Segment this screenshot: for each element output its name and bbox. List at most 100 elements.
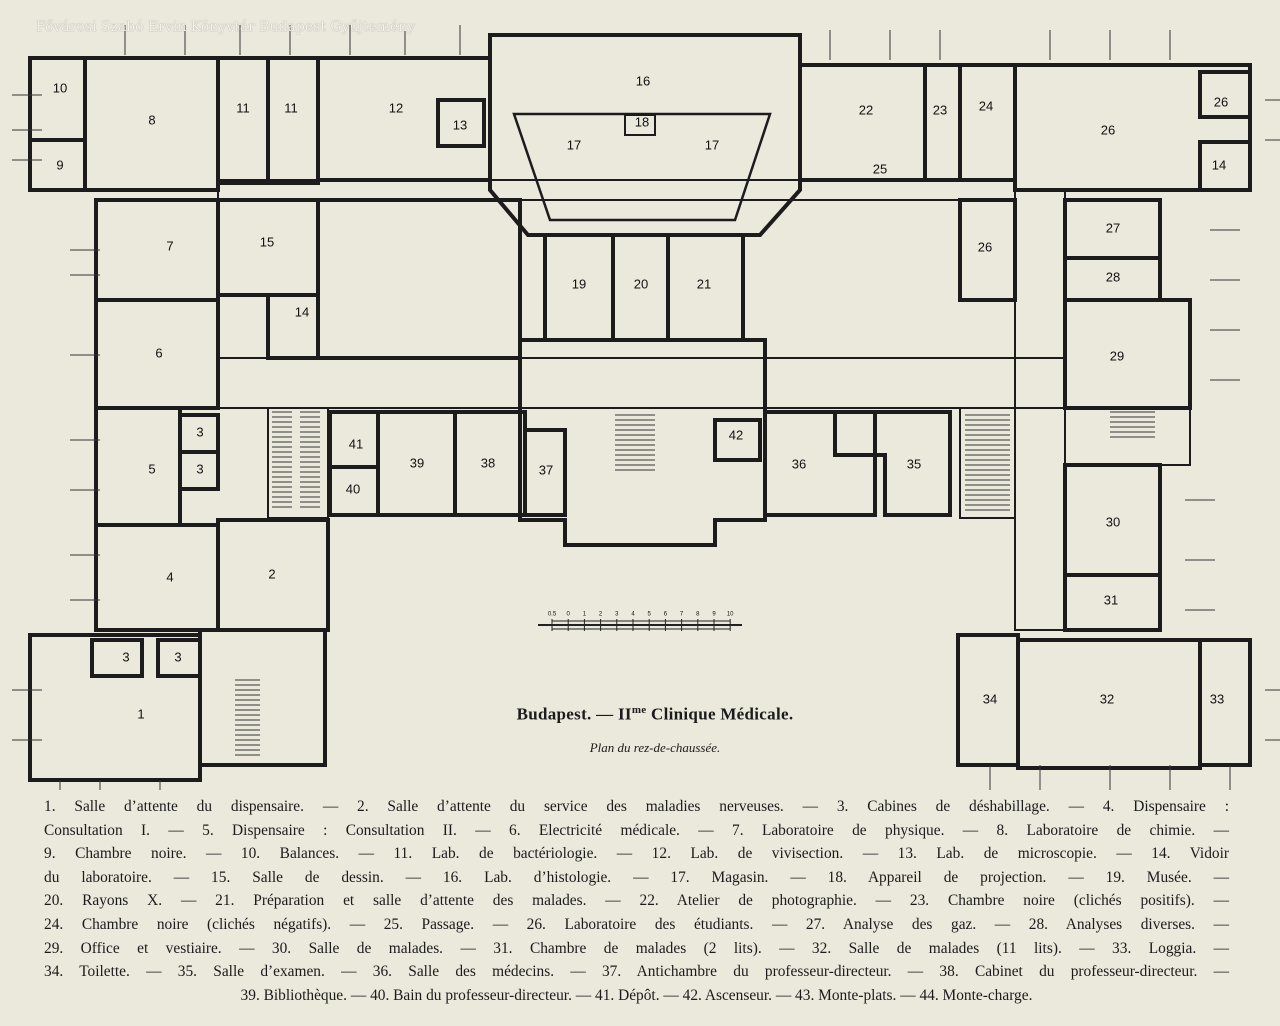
room-5	[94, 406, 182, 527]
legend-line: Consultation I. — 5. Dispensaire : Consu…	[44, 821, 1229, 839]
room-label: 6	[155, 345, 162, 360]
room-label: 17	[567, 137, 581, 152]
room-label: 3	[196, 424, 203, 439]
scale-tick-label: 0	[567, 612, 571, 618]
room-label: 5	[148, 461, 155, 476]
legend-line: 29. Office et vestiaire. — 30. Salle de …	[44, 939, 1229, 957]
room-26-small	[1198, 70, 1252, 119]
room-37	[523, 428, 567, 517]
legend-line: 1. Salle d’attente du dispensaire. — 2. …	[44, 798, 1229, 815]
stair-treads	[235, 411, 1155, 756]
room-label: 24	[979, 98, 993, 113]
room-label: 26	[1101, 122, 1115, 137]
legend-line: 34. Toilette. — 35. Salle d’examen. — 36…	[44, 963, 1229, 981]
room-label: 4	[166, 569, 173, 584]
room-14-right	[1198, 140, 1252, 192]
room-label: 22	[859, 102, 873, 117]
room-label: 27	[1106, 220, 1120, 235]
room-18	[624, 114, 656, 136]
room-label: 26	[978, 239, 992, 254]
room-17-magasin	[512, 112, 772, 222]
corridor-25	[217, 179, 1016, 201]
room-label: 3	[196, 461, 203, 476]
title-superscript: me	[631, 704, 647, 716]
room-label: 11	[236, 100, 250, 115]
room-label: 26	[1214, 94, 1228, 109]
scale-tick-label: 0.5	[548, 612, 557, 618]
room-label: 10	[53, 80, 67, 95]
room-label: 7	[166, 238, 173, 253]
room-4	[94, 523, 220, 632]
room-35	[833, 410, 952, 517]
room-7	[94, 198, 220, 302]
title-rest: Clinique Médicale.	[646, 704, 794, 724]
room-29	[1063, 298, 1192, 410]
central-hall	[518, 338, 767, 547]
stair-right-2	[959, 407, 1016, 519]
legend-line: 9. Chambre noire. — 10. Balances. — 11. …	[44, 845, 1229, 863]
room-3b	[178, 450, 220, 491]
scale-tick-label: 7	[680, 612, 684, 618]
scale-tick-label: 9	[712, 612, 716, 618]
walls	[28, 33, 1252, 782]
room-11b	[266, 56, 320, 185]
room-13	[436, 98, 486, 148]
room-label: 37	[539, 462, 553, 477]
legend-line: 39. Bibliothèque. — 40. Bain du professe…	[240, 986, 1033, 1004]
room-label: 25	[873, 161, 887, 176]
room-label: 35	[907, 456, 921, 471]
room-label: 8	[148, 112, 155, 127]
corridor-main	[217, 357, 1066, 409]
room-label: 15	[260, 234, 274, 249]
scale-tick-label: 5	[648, 612, 652, 618]
watermark: Fővárosi Szabó Ervin Könyvtár Budapest G…	[36, 19, 416, 35]
scale-tick-label: 2	[599, 612, 603, 618]
room-10	[28, 56, 87, 142]
room-label: 30	[1106, 514, 1120, 529]
room-label: 28	[1106, 269, 1120, 284]
room-label: 23	[933, 102, 947, 117]
room-label: 9	[56, 157, 63, 172]
room-label: 12	[389, 100, 403, 115]
room-label: 14	[1212, 157, 1226, 172]
room-label: 21	[697, 276, 711, 291]
room-label: 1	[137, 706, 144, 721]
room-label: 16	[636, 73, 650, 88]
legend-line: du laboratoire. — 15. Salle de dessin. —…	[44, 868, 1229, 886]
room-22	[798, 63, 927, 182]
room-label: 3	[174, 649, 181, 664]
room-label: 32	[1100, 691, 1114, 706]
scale-tick-label: 8	[696, 612, 700, 618]
scale-tick-label: 10	[727, 612, 734, 618]
room-label: 42	[729, 427, 743, 442]
room-label: 18	[635, 114, 649, 129]
room-label: 41	[349, 436, 363, 451]
plan-subtitle: Plan du rez-de-chaussée.	[589, 740, 721, 755]
stair-bottom-left	[198, 628, 327, 767]
room-11a	[216, 56, 270, 185]
room-33	[1198, 638, 1252, 767]
room-label: 40	[346, 481, 360, 496]
room-3c	[90, 638, 144, 678]
scale-tick-label: 4	[631, 612, 635, 618]
room-label: 34	[983, 691, 997, 706]
legend: 1. Salle d’attente du dispensaire. — 2. …	[44, 795, 1229, 1007]
room-label: 3	[122, 649, 129, 664]
room-label: 36	[792, 456, 806, 471]
room-label: 39	[410, 455, 424, 470]
room-label: 13	[453, 117, 467, 132]
room-label: 20	[634, 276, 648, 291]
room-14-left	[266, 293, 320, 360]
legend-line: 24. Chambre noire (clichés négatifs). — …	[44, 915, 1229, 933]
room-23	[923, 63, 962, 182]
room-label: 19	[572, 276, 586, 291]
title-main: Budapest. — II	[516, 704, 632, 724]
window-marks	[12, 25, 1280, 790]
room-label: 17	[705, 137, 719, 152]
room-label: 31	[1104, 592, 1118, 607]
room-large-left	[316, 198, 522, 360]
scale-tick-label: 1	[583, 612, 587, 618]
